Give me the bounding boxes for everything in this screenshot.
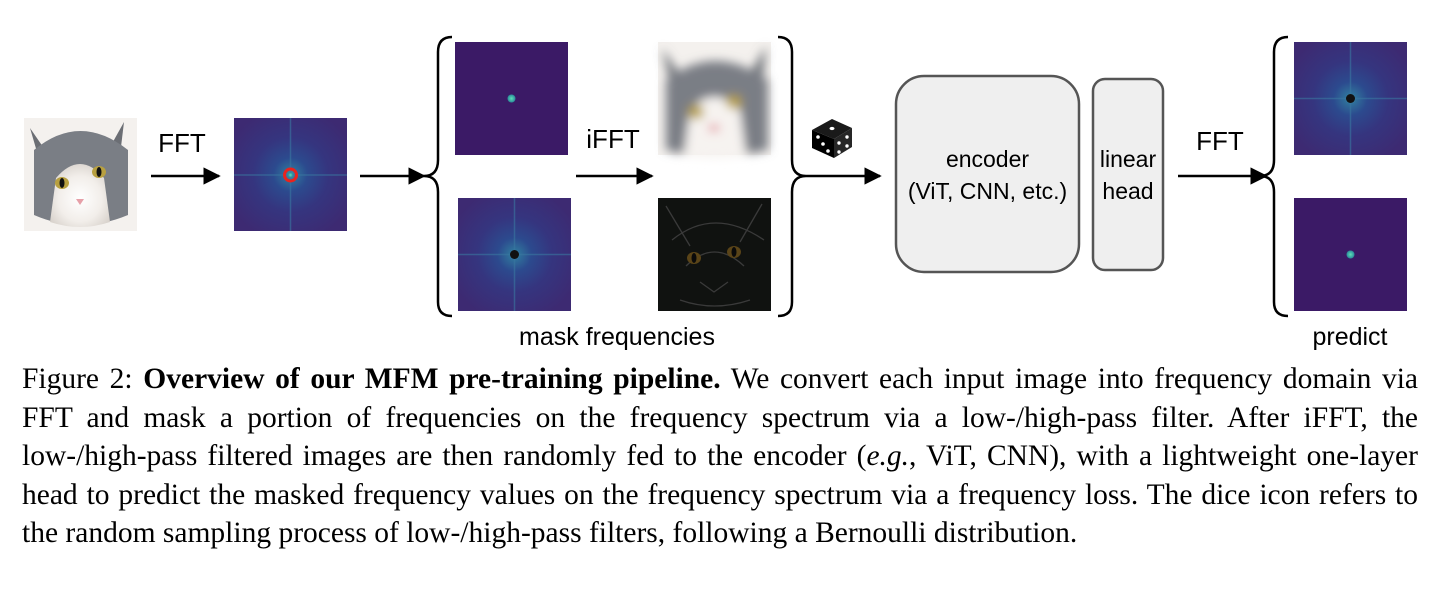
caption-label: Figure 2: xyxy=(22,363,133,395)
predicted-low-pass-spectrum xyxy=(1294,198,1407,311)
caption-text-2: , ViT, CNN), with a lightweight one-laye… xyxy=(22,440,1418,549)
dice-icon xyxy=(812,119,852,158)
mask-circle xyxy=(283,167,298,183)
figure-caption: Figure 2: Overview of our MFM pre-traini… xyxy=(22,360,1418,553)
predicted-high-pass-spectrum xyxy=(1294,42,1407,155)
caption-text-1: We convert each input image into frequen… xyxy=(22,363,1419,472)
fft-label-2: FFT xyxy=(1196,126,1244,156)
input-cat-image xyxy=(24,118,137,231)
linear-head-box: linear head xyxy=(1091,77,1165,272)
left-brace xyxy=(423,35,453,318)
pipeline-figure: FFT iFFT xyxy=(24,35,1407,351)
encoder-label: encoder xyxy=(946,146,1029,172)
encoder-box: encoder (ViT, CNN, etc.) xyxy=(894,74,1081,274)
high-pass-cat-image xyxy=(658,198,771,311)
predict-brace xyxy=(1259,35,1289,318)
predict-label: predict xyxy=(1312,323,1387,351)
high-pass-spectrum xyxy=(458,198,571,311)
head-label-line1: linear xyxy=(1100,146,1157,172)
head-label-line2: head xyxy=(1102,178,1153,204)
low-pass-spectrum xyxy=(455,42,568,155)
ifft-label: iFFT xyxy=(586,124,640,154)
mask-frequencies-label: mask frequencies xyxy=(519,323,715,351)
low-pass-cat-image xyxy=(658,42,771,158)
caption-title: Overview of our MFM pre-training pipelin… xyxy=(143,363,721,395)
right-brace xyxy=(777,35,807,318)
encoder-sublabel: (ViT, CNN, etc.) xyxy=(908,178,1067,204)
frequency-spectrum xyxy=(234,118,347,231)
caption-eg: e.g. xyxy=(866,440,910,472)
fft-label-1: FFT xyxy=(158,128,206,158)
